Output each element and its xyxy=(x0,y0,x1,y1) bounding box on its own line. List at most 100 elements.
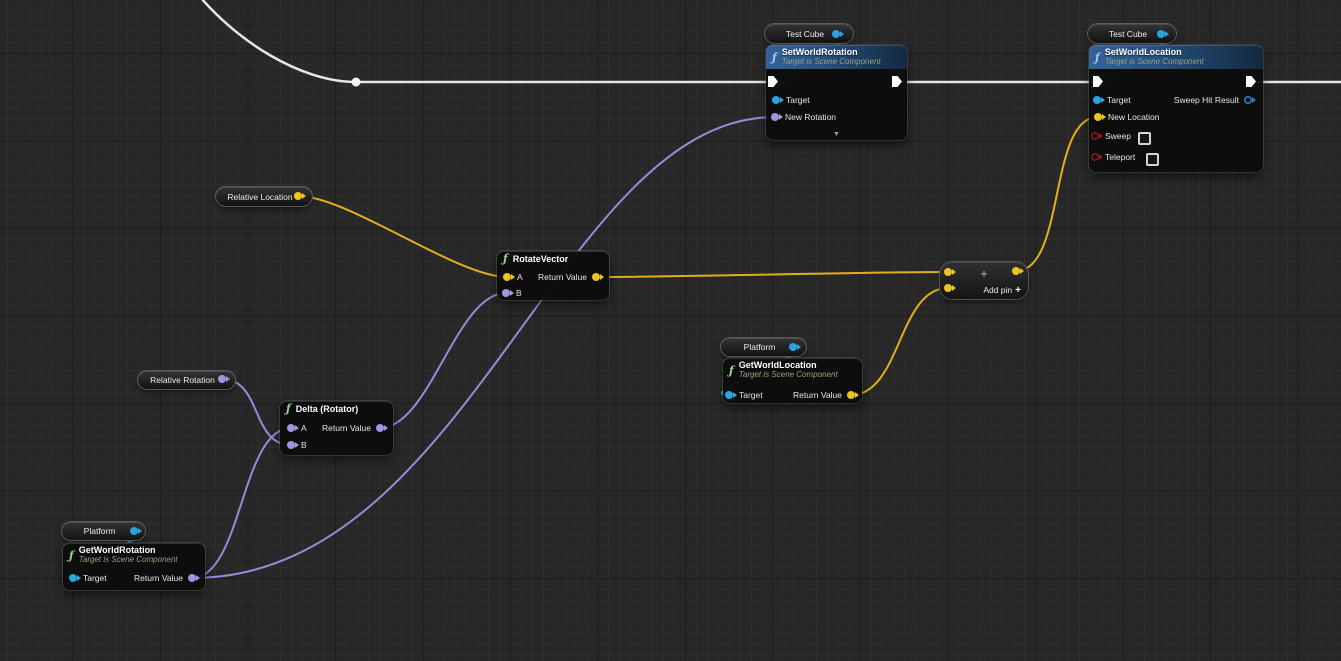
target-pin[interactable] xyxy=(1093,96,1105,104)
return-value-pin[interactable] xyxy=(376,424,388,432)
exec-in-pin[interactable] xyxy=(768,76,778,87)
return-value-pin[interactable] xyxy=(847,391,859,399)
exec-out-pin[interactable] xyxy=(892,76,902,87)
function-icon: ƒ xyxy=(772,50,777,64)
vector-wire-add-newlocation xyxy=(1015,116,1099,272)
new-location-pin[interactable] xyxy=(1094,113,1106,121)
node-title: Delta (Rotator) xyxy=(295,403,359,414)
function-icon: ƒ xyxy=(286,402,291,415)
a-pin-label: A xyxy=(517,272,523,282)
plus-icon: + xyxy=(1015,284,1021,296)
sweep-pin[interactable] xyxy=(1091,132,1103,140)
node-subtitle: Target is Scene Component xyxy=(781,57,881,66)
teleport-pin-label: Teleport xyxy=(1105,152,1136,162)
sweep-checkbox[interactable] xyxy=(1138,132,1151,145)
return-value-label: Return Value xyxy=(793,390,842,400)
add-input-pin-2[interactable] xyxy=(944,284,956,292)
node-header[interactable]: ƒ GetWorldRotation Target is Scene Compo… xyxy=(63,543,205,567)
node-title: SetWorldRotation xyxy=(781,47,858,57)
vector-output-pin[interactable] xyxy=(294,192,306,200)
object-output-pin[interactable] xyxy=(789,343,801,351)
node-title: SetWorldLocation xyxy=(1104,47,1182,57)
node-vector-add[interactable]: + Add pin + xyxy=(940,262,1028,299)
sweep-hit-result-label: Sweep Hit Result xyxy=(1173,95,1239,105)
node-header[interactable]: ƒ Delta (Rotator) xyxy=(280,401,393,416)
variable-node-test-cube-2[interactable]: Test Cube xyxy=(1088,24,1176,43)
return-value-label: Return Value xyxy=(538,272,587,282)
node-set-world-location[interactable]: ƒ SetWorldLocation Target is Scene Compo… xyxy=(1089,45,1263,172)
function-icon: ƒ xyxy=(729,363,734,377)
object-output-pin[interactable] xyxy=(130,527,142,535)
node-header[interactable]: ƒ SetWorldRotation Target is Scene Compo… xyxy=(766,45,907,69)
object-output-pin[interactable] xyxy=(1157,30,1169,38)
variable-node-platform-2[interactable]: Platform xyxy=(62,522,145,540)
variable-label: Platform xyxy=(743,342,776,352)
target-pin[interactable] xyxy=(69,574,81,582)
add-output-pin[interactable] xyxy=(1012,267,1024,275)
b-pin[interactable] xyxy=(287,441,299,449)
variable-node-test-cube-1[interactable]: Test Cube xyxy=(765,24,853,43)
sweep-pin-label: Sweep xyxy=(1105,131,1131,141)
teleport-pin[interactable] xyxy=(1091,153,1103,161)
variable-node-platform-1[interactable]: Platform xyxy=(721,338,806,356)
add-pin-label: Add pin xyxy=(983,285,1013,295)
collapse-advanced-arrow-icon[interactable]: ▼ xyxy=(833,131,840,138)
exec-out-pin[interactable] xyxy=(1246,76,1256,87)
teleport-checkbox[interactable] xyxy=(1146,153,1159,166)
node-delta-rotator[interactable]: ƒ Delta (Rotator) A B Return Value xyxy=(280,401,393,455)
return-value-pin[interactable] xyxy=(592,273,604,281)
object-output-pin[interactable] xyxy=(832,30,844,38)
new-rotation-pin-label: New Rotation xyxy=(785,112,837,122)
rotator-wire-getworldrotation-deltaa xyxy=(191,427,292,579)
node-get-world-location[interactable]: ƒ GetWorldLocation Target is Scene Compo… xyxy=(723,358,862,403)
a-pin[interactable] xyxy=(287,424,299,432)
rotator-wire-getworldrotation-newrotation xyxy=(191,116,776,579)
vector-wire-rellocation-rotatevectora xyxy=(297,195,508,278)
return-value-label: Return Value xyxy=(322,423,371,433)
return-value-pin[interactable] xyxy=(188,574,200,582)
node-header[interactable]: ƒ RotateVector xyxy=(497,251,609,266)
function-icon: ƒ xyxy=(503,252,508,265)
node-subtitle: Target is Scene Component xyxy=(1104,57,1204,66)
target-pin-label: Target xyxy=(786,95,810,105)
target-pin[interactable] xyxy=(725,391,737,399)
exec-wire-in xyxy=(201,0,773,84)
vector-wire-getworldlocation-add2 xyxy=(850,287,949,396)
b-pin-label: B xyxy=(301,440,307,450)
target-pin-label: Target xyxy=(1107,95,1131,105)
a-pin[interactable] xyxy=(503,273,515,281)
node-title: RotateVector xyxy=(512,253,569,264)
new-rotation-pin[interactable] xyxy=(771,113,783,121)
variable-node-relative-rotation[interactable]: Relative Rotation xyxy=(138,371,235,389)
b-pin-label: B xyxy=(516,288,522,298)
rotator-output-pin[interactable] xyxy=(218,375,230,383)
node-subtitle: Target is Scene Component xyxy=(78,555,178,564)
vector-wire-rotatevector-add1 xyxy=(595,271,949,278)
node-set-world-rotation[interactable]: ƒ SetWorldRotation Target is Scene Compo… xyxy=(766,45,907,140)
variable-label: Platform xyxy=(83,526,116,536)
add-icon: + xyxy=(980,267,988,281)
variable-label: Test Cube xyxy=(785,28,825,39)
node-header[interactable]: ƒ SetWorldLocation Target is Scene Compo… xyxy=(1089,45,1263,69)
add-input-pin-1[interactable] xyxy=(944,268,956,276)
node-title: GetWorldLocation xyxy=(738,360,817,370)
target-pin-label: Target xyxy=(83,573,107,583)
b-pin[interactable] xyxy=(502,289,514,297)
node-header[interactable]: ƒ GetWorldLocation Target is Scene Compo… xyxy=(723,358,862,382)
node-get-world-rotation[interactable]: ƒ GetWorldRotation Target is Scene Compo… xyxy=(63,543,205,590)
reroute-node[interactable] xyxy=(351,77,361,87)
target-pin-label: Target xyxy=(739,390,763,400)
function-icon: ƒ xyxy=(1095,50,1100,64)
variable-label: Relative Rotation xyxy=(150,375,215,385)
variable-label: Relative Location xyxy=(227,191,293,202)
rotator-wire-delta-rotatevectorb xyxy=(379,292,507,429)
target-pin[interactable] xyxy=(772,96,784,104)
sweep-hit-result-pin[interactable] xyxy=(1244,96,1256,104)
a-pin-label: A xyxy=(301,423,307,433)
node-subtitle: Target is Scene Component xyxy=(738,370,838,379)
node-rotate-vector[interactable]: ƒ RotateVector A B Return Value xyxy=(497,251,609,300)
add-pin-button[interactable]: Add pin + xyxy=(983,285,1021,295)
exec-in-pin[interactable] xyxy=(1093,76,1103,87)
variable-node-relative-location[interactable]: Relative Location xyxy=(216,187,312,206)
